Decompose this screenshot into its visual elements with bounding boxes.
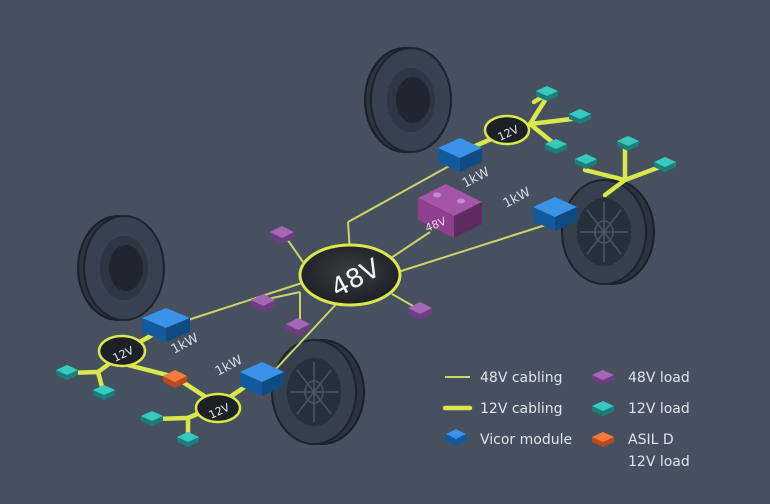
front-left-wheel <box>271 339 365 445</box>
hub-48v: 48V <box>298 243 402 307</box>
loads-48v <box>251 226 432 336</box>
legend-12v-load-swatch <box>592 401 614 416</box>
legend-asil-d-label-line2: 12V load <box>628 454 690 470</box>
vicor-modules <box>142 138 577 396</box>
rear-right-tire <box>364 47 452 153</box>
legend-48v-load-label: 48V load <box>628 370 690 386</box>
converter-node-rear-right: 12V <box>483 114 531 146</box>
loads-12v <box>56 86 676 447</box>
legend-vicor-module-label: Vicor module <box>480 432 572 448</box>
front-right-wheel <box>561 179 655 285</box>
legend-12v-load-label: 12V load <box>628 401 690 417</box>
legend-asil-d-label-line1: ASIL D <box>628 432 674 448</box>
legend: 48V cabling 12V cabling Vicor module 48V… <box>442 370 690 470</box>
asil-d-load <box>163 370 187 388</box>
legend-asil-d-swatch <box>592 432 614 447</box>
cabling-48v <box>187 159 556 371</box>
legend-48v-load-swatch <box>592 370 614 385</box>
legend-vicor-module-swatch <box>446 429 466 446</box>
rear-left-tire <box>77 215 165 321</box>
converter-node-front-left: 12V <box>194 392 242 424</box>
battery: 48V <box>418 184 482 238</box>
legend-48v-cabling-label: 48V cabling <box>480 370 563 386</box>
vicor-module-front-right <box>533 197 577 231</box>
vicor-module-rear-left <box>142 308 190 342</box>
legend-12v-cabling-label: 12V cabling <box>480 401 563 417</box>
converter-node-rear-left: 12V <box>97 334 147 368</box>
vicor-module-front-left <box>240 362 284 396</box>
module-power-front-right: 1kW <box>501 185 533 212</box>
vicor-module-rear-right <box>438 138 482 172</box>
